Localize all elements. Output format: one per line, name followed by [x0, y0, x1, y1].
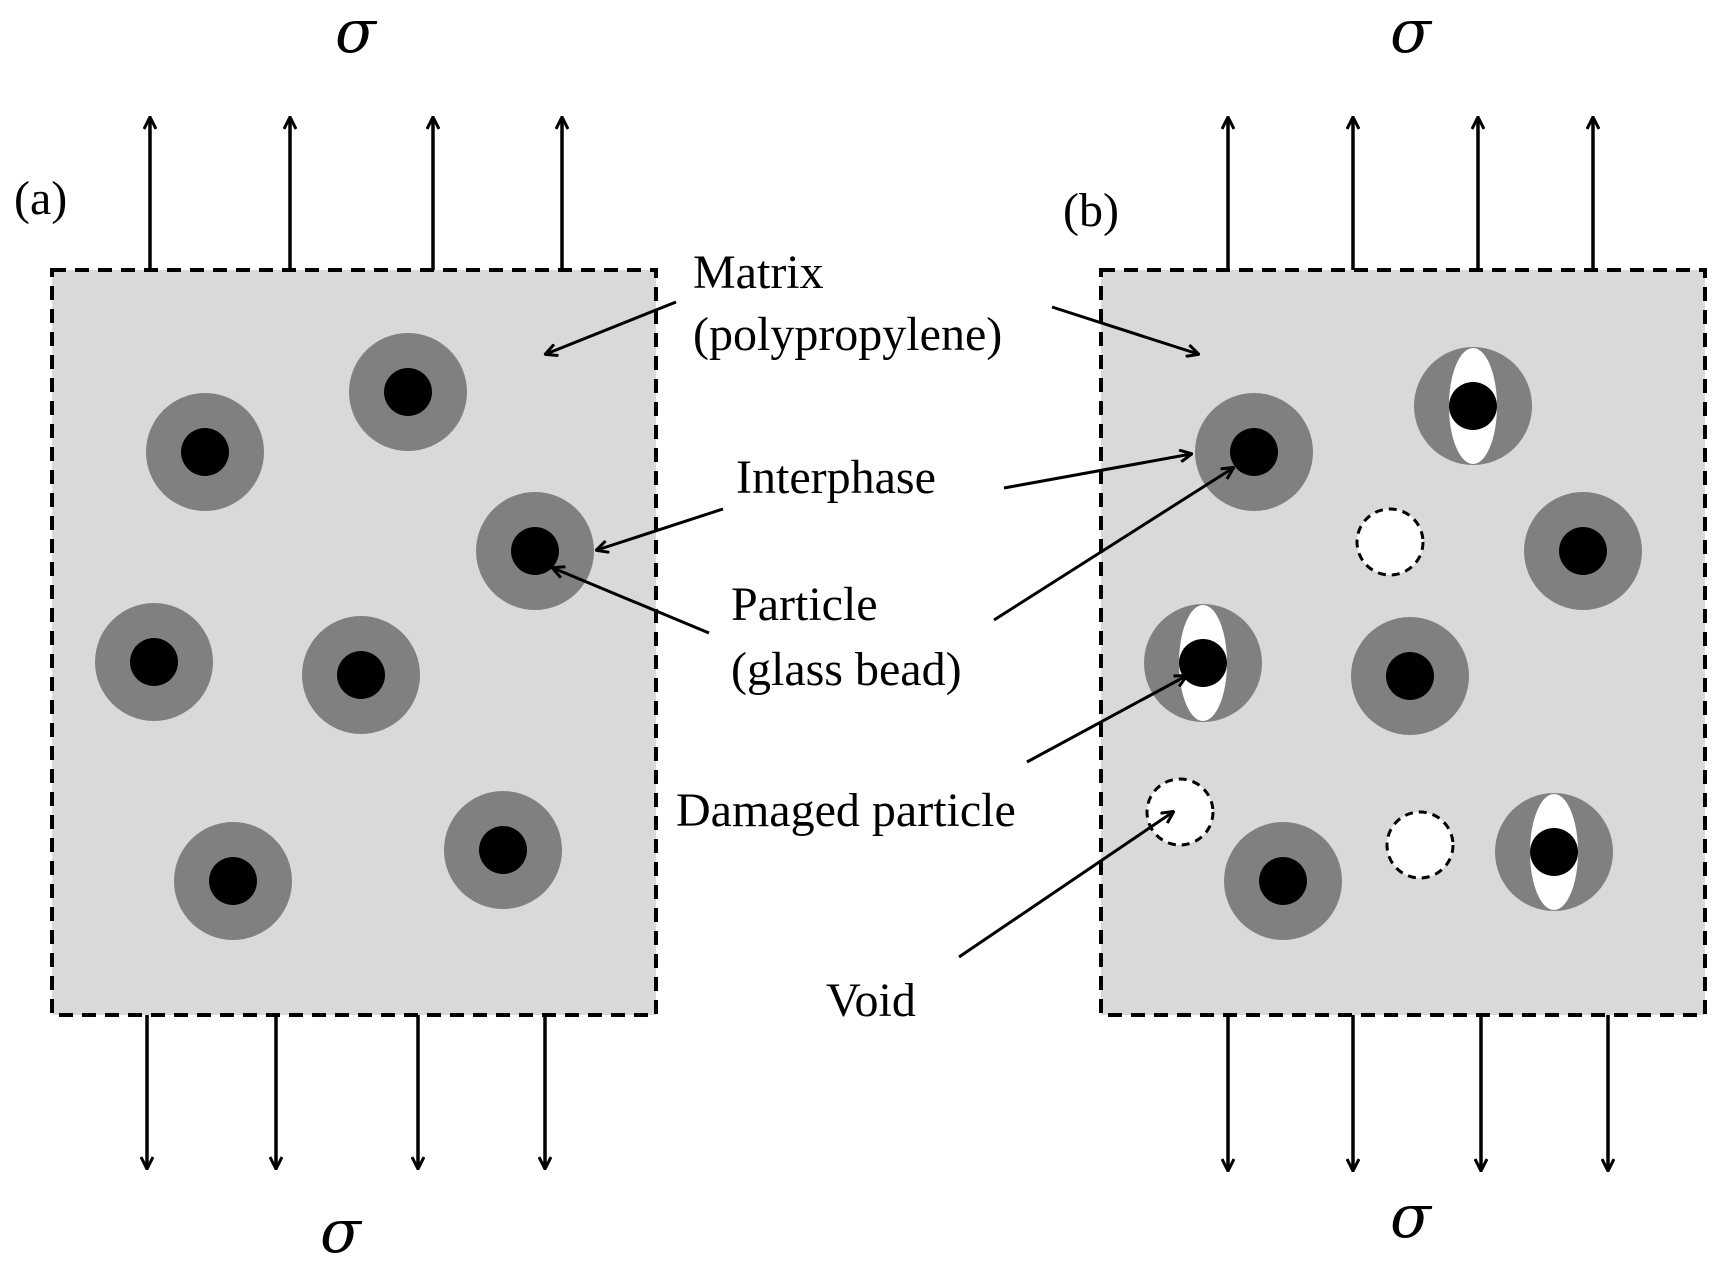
interphase-label: Interphase	[736, 451, 936, 504]
glass-bead	[181, 428, 229, 476]
leader-arrows	[546, 300, 1233, 959]
particle	[444, 791, 562, 909]
particle	[1524, 492, 1642, 610]
tension-arrows-bottom-b	[1228, 1015, 1608, 1170]
tension-arrows-top-b	[1228, 118, 1593, 270]
particle	[95, 603, 213, 721]
particle-label-line1: Particle	[731, 578, 878, 631]
glass-bead	[384, 368, 432, 416]
particle-pointer-a	[553, 568, 710, 635]
particle	[349, 333, 467, 451]
damaged-particle	[1144, 604, 1262, 722]
panel-b: (b) σ	[1063, 0, 1707, 1252]
void-pointer	[958, 812, 1173, 959]
sigma-bottom-a: σ	[320, 1197, 363, 1267]
tension-arrows-top-a	[150, 118, 562, 270]
panel-a: (a) σ	[14, 0, 658, 1267]
glass-bead	[1230, 428, 1278, 476]
particle	[302, 616, 420, 734]
void	[1145, 777, 1215, 847]
glass-bead	[1259, 857, 1307, 905]
damaged-particle-label: Damaged particle	[676, 784, 1016, 837]
damaged-particle	[1495, 793, 1613, 911]
glass-bead	[1386, 652, 1434, 700]
interphase-pointer-b	[1003, 454, 1191, 490]
particle	[476, 492, 594, 610]
glass-bead	[130, 638, 178, 686]
glass-bead	[1559, 527, 1607, 575]
matrix-pointer-b	[1051, 305, 1198, 354]
glass-bead	[1449, 382, 1497, 430]
void	[1385, 810, 1455, 880]
sigma-top-b: σ	[1390, 0, 1433, 67]
glass-bead	[511, 527, 559, 575]
particle	[1195, 393, 1313, 511]
void	[1355, 507, 1425, 577]
particle-label-line2: (glass bead)	[731, 643, 962, 696]
glass-bead	[1530, 828, 1578, 876]
glass-bead	[337, 651, 385, 699]
particle	[174, 822, 292, 940]
interphase-pointer-a	[597, 507, 724, 550]
particle	[1224, 822, 1342, 940]
glass-bead	[209, 857, 257, 905]
sigma-top-a: σ	[335, 0, 378, 67]
glass-bead	[1179, 639, 1227, 687]
matrix-label-line1: Matrix	[693, 246, 824, 299]
void-label: Void	[826, 974, 916, 1027]
matrix-pointer-a	[546, 300, 677, 354]
glass-bead	[479, 826, 527, 874]
panel-b-label: (b)	[1063, 184, 1119, 237]
damaged-particle	[1414, 347, 1532, 465]
matrix-label-line2: (polypropylene)	[693, 308, 1002, 361]
callout-labels: Matrix (polypropylene) Interphase Partic…	[676, 246, 1016, 1027]
particle	[1351, 617, 1469, 735]
sigma-bottom-b: σ	[1390, 1182, 1433, 1252]
tension-arrows-bottom-a	[147, 1015, 545, 1168]
damaged-particle-pointer	[1026, 676, 1186, 764]
particle	[146, 393, 264, 511]
panel-a-label: (a)	[14, 172, 67, 225]
particle-pointer-b	[993, 468, 1233, 622]
